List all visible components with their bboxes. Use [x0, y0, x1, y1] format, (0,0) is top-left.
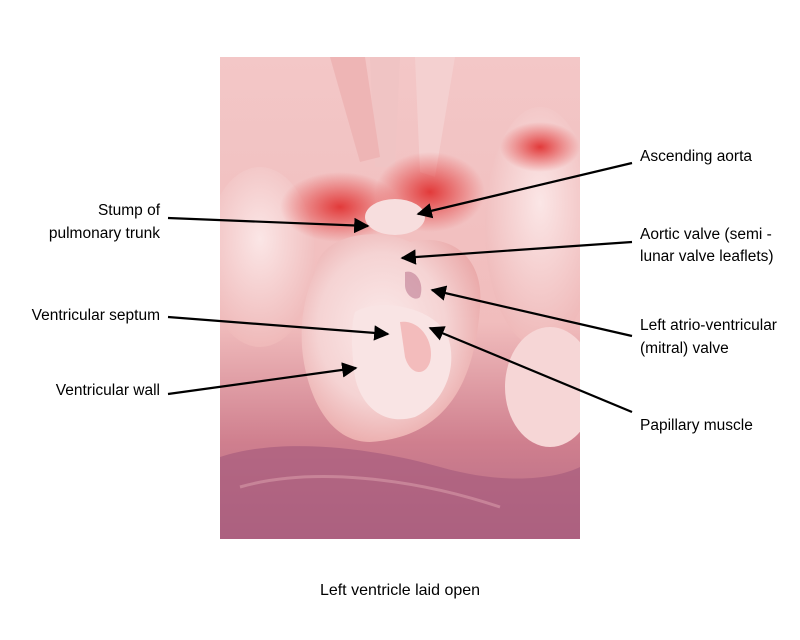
label-stump-line1: Stump of [97, 202, 160, 219]
label-papillary-muscle: Papillary muscle [640, 417, 753, 434]
arrow-stump-pulmonary-trunk [167, 216, 370, 234]
label-ventricular-septum: Ventricular septum [31, 307, 160, 324]
figure-caption: Left ventricle laid open [319, 582, 481, 599]
heart-specimen-photo [220, 57, 580, 539]
arrow-ventricular-septum [167, 315, 390, 341]
arrow-aortic-valve [400, 240, 633, 265]
label-aortic-valve-line2: lunar valve leaflets) [640, 248, 774, 265]
arrow-ventricular-wall [167, 362, 358, 396]
label-aortic-valve-line1: Aortic valve (semi - [640, 226, 772, 243]
label-stump-line2: pulmonary trunk [48, 225, 160, 242]
label-mitral-valve-line2: (mitral) valve [640, 340, 729, 357]
arrow-ascending-aorta [416, 161, 633, 219]
arrow-mitral-valve [430, 285, 633, 338]
label-ventricular-wall: Ventricular wall [55, 382, 160, 399]
label-mitral-valve-line1: Left atrio-ventricular [640, 317, 777, 334]
label-ascending-aorta: Ascending aorta [640, 148, 753, 165]
arrow-papillary-muscle [428, 326, 633, 414]
